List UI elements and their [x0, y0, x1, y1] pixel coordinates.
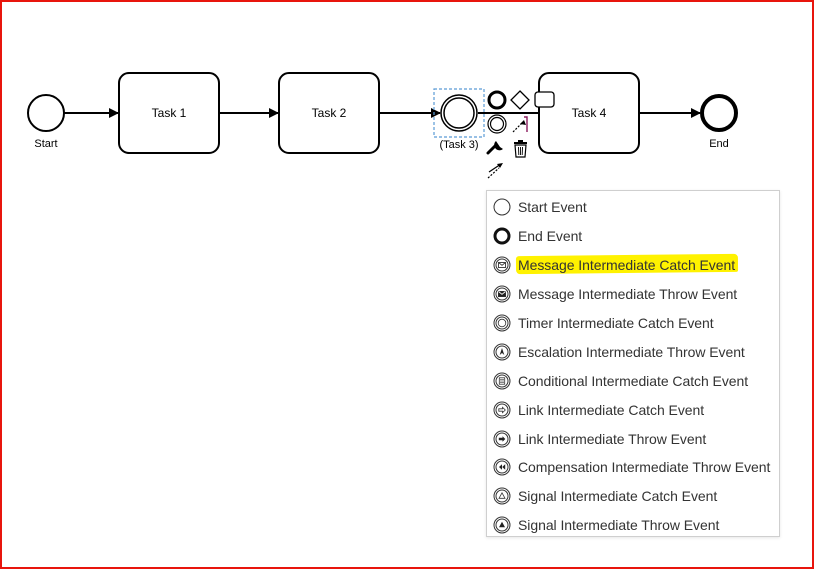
link-catch-icon	[493, 401, 511, 419]
end-event-icon[interactable]	[487, 90, 507, 110]
message-catch-icon	[493, 256, 511, 274]
end-event-icon	[493, 227, 511, 245]
menu-item-link-intermediate-throw-event[interactable]: Link Intermediate Throw Event	[487, 424, 779, 453]
sequence-flow-icon[interactable]	[487, 163, 503, 179]
menu-item-label: Start Event	[518, 199, 587, 216]
menu-item-link-intermediate-catch-event[interactable]: Link Intermediate Catch Event	[487, 395, 779, 424]
menu-item-label: Escalation Intermediate Throw Event	[518, 343, 745, 360]
escalation-throw-icon	[493, 343, 511, 361]
task-1-label: Task 1	[152, 106, 187, 120]
task-4-label: Task 4	[572, 106, 607, 120]
message-throw-icon	[493, 285, 511, 303]
compensation-throw-icon	[493, 458, 511, 476]
signal-catch-icon	[493, 487, 511, 505]
task-2[interactable]	[278, 72, 380, 154]
selection-outline	[433, 88, 485, 138]
start-event-label: Start	[34, 138, 57, 150]
menu-item-message-intermediate-throw-event[interactable]: Message Intermediate Throw Event	[487, 280, 779, 309]
menu-item-label: End Event	[518, 228, 583, 245]
task-4[interactable]	[538, 72, 640, 154]
menu-item-label: Compensation Intermediate Throw Event	[518, 459, 771, 476]
menu-item-end-event[interactable]: End Event	[487, 222, 779, 251]
task-icon[interactable]	[534, 91, 555, 108]
menu-item-label: Message Intermediate Catch Event	[518, 257, 736, 274]
menu-item-label: Conditional Intermediate Catch Event	[518, 372, 749, 389]
connect-arrow-icon[interactable]	[512, 116, 528, 133]
menu-item-conditional-intermediate-catch-event[interactable]: Conditional Intermediate Catch Event	[487, 366, 779, 395]
start-event-icon	[493, 198, 511, 216]
menu-item-message-intermediate-catch-event[interactable]: Message Intermediate Catch Event	[487, 251, 779, 280]
menu-item-compensation-intermediate-throw-event[interactable]: Compensation Intermediate Throw Event	[487, 453, 779, 482]
task-1[interactable]	[118, 72, 220, 154]
menu-item-signal-intermediate-throw-event[interactable]: Signal Intermediate Throw Event	[487, 511, 779, 540]
menu-item-label: Link Intermediate Throw Event	[518, 430, 707, 447]
intermediate-event-label: (Task 3)	[439, 139, 478, 151]
menu-item-label: Timer Intermediate Catch Event	[518, 315, 714, 331]
link-throw-icon	[493, 430, 511, 448]
menu-item-label: Signal Intermediate Catch Event	[518, 488, 718, 505]
menu-item-escalation-intermediate-throw-event[interactable]: Escalation Intermediate Throw Event	[487, 337, 779, 366]
context-pad	[486, 90, 555, 179]
intermediate-event-icon[interactable]	[487, 114, 507, 134]
end-event-label: End	[709, 138, 729, 150]
task-2-label: Task 2	[312, 106, 347, 120]
timer-catch-icon	[493, 314, 511, 332]
menu-item-signal-intermediate-catch-event[interactable]: Signal Intermediate Catch Event	[487, 482, 779, 511]
menu-item-label: Message Intermediate Throw Event	[518, 286, 738, 303]
menu-item-label: Link Intermediate Catch Event	[518, 401, 705, 418]
menu-item-start-event[interactable]: Start Event	[487, 193, 779, 222]
conditional-catch-icon	[493, 372, 511, 390]
wrench-icon[interactable]	[486, 141, 503, 155]
menu-item-label: Signal Intermediate Throw Event	[518, 517, 720, 534]
intermediate-event-task-3[interactable]	[440, 94, 478, 132]
gateway-icon[interactable]	[510, 90, 530, 110]
menu-item-timer-intermediate-catch-event[interactable]: Timer Intermediate Catch Event	[487, 309, 779, 338]
start-event[interactable]	[27, 94, 65, 132]
signal-throw-icon	[493, 516, 511, 534]
trash-icon[interactable]	[514, 140, 527, 158]
end-event[interactable]	[700, 94, 738, 132]
